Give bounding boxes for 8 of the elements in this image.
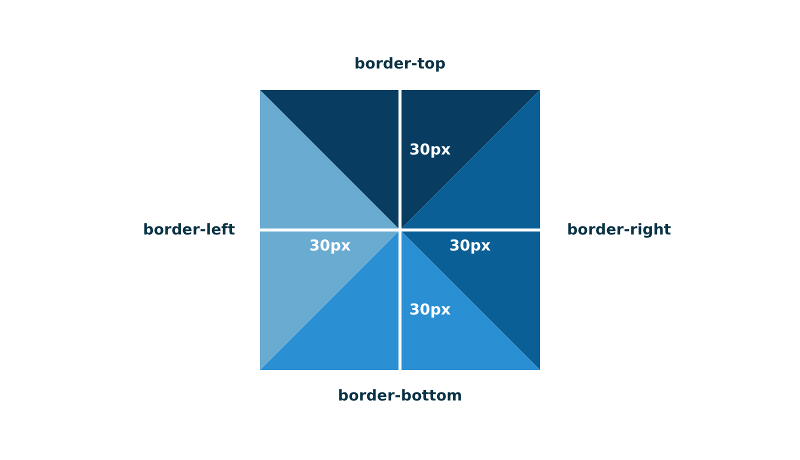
width-label: 30px bbox=[409, 142, 451, 158]
side-label: border-bottom bbox=[338, 388, 462, 404]
side-label: border-top bbox=[354, 56, 446, 72]
side-label: border-left bbox=[143, 222, 235, 238]
side-label: border-right bbox=[566, 222, 672, 238]
width-label: 30px bbox=[309, 238, 351, 254]
width-label: 30px bbox=[409, 302, 451, 318]
width-label: 30px bbox=[449, 238, 491, 254]
